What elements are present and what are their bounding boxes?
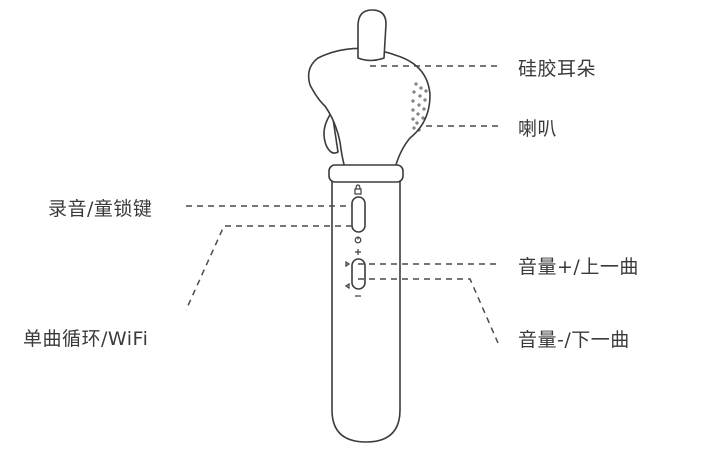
lock-icon: [354, 184, 362, 195]
device-handle: [331, 174, 401, 443]
device-head: [307, 47, 431, 169]
volume-button-shape: [351, 258, 366, 290]
leader-vol-down: [358, 278, 499, 344]
label-vol-down-next: 音量-/下一曲: [518, 329, 630, 351]
skip-icons: [344, 260, 351, 290]
leader-loop-wifi: [185, 225, 352, 311]
record-lock-button-shape: [351, 196, 366, 233]
label-silicone-ear: 硅胶耳朵: [518, 58, 597, 80]
label-loop-wifi: 单曲循环/WiFi: [23, 328, 149, 350]
label-record-lock: 录音/童锁键: [48, 198, 153, 220]
plus-icon: [355, 249, 361, 255]
silicone-ear-shape: [357, 9, 387, 62]
device-collar: [328, 164, 404, 183]
label-vol-up-prev: 音量+/上一曲: [518, 256, 639, 278]
label-speaker: 喇叭: [518, 118, 558, 140]
speaker-dots: [411, 82, 428, 132]
device-side-bump: [323, 111, 339, 154]
